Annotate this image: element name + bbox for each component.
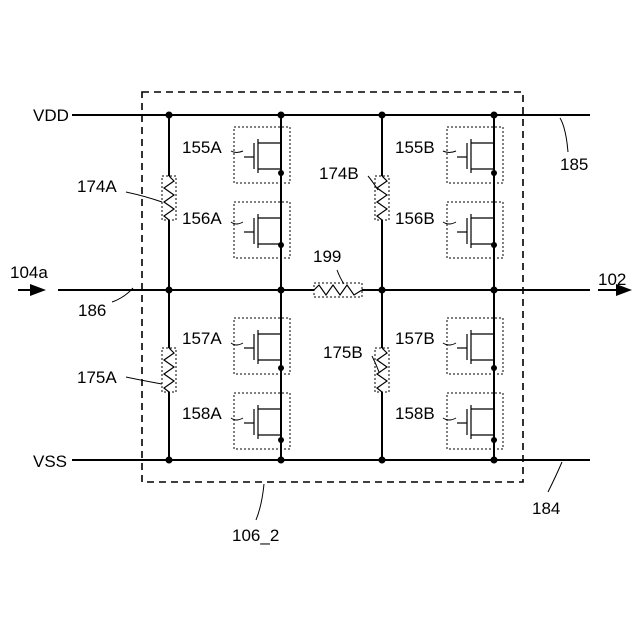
transistor-cells — [234, 127, 503, 449]
vss-label: VSS — [33, 452, 67, 471]
signal-line-ref-label: 186 — [78, 301, 106, 320]
vdd-line-ref-label: 185 — [560, 155, 588, 174]
transistor-label: 155A — [182, 138, 222, 157]
vss-line-ref-label: 184 — [532, 499, 560, 518]
output-ref-label: 102 — [598, 270, 626, 289]
resistor-label: 174A — [77, 177, 117, 196]
transistor-label: 156A — [182, 209, 222, 228]
resistor-label: 175A — [77, 368, 117, 387]
resistor-label: 175B — [323, 343, 363, 362]
link-resistor-label: 199 — [313, 247, 341, 266]
transistor-label: 155B — [395, 138, 435, 157]
transistor-label: 158A — [182, 404, 222, 423]
resistor-174a — [162, 176, 176, 220]
transistor-label: 157A — [182, 329, 222, 348]
transistor-label: 157B — [395, 329, 435, 348]
transistor-label: 156B — [395, 209, 435, 228]
module-ref-label: 106_2 — [232, 526, 279, 545]
resistor-174b — [375, 176, 389, 220]
transistor-label: 158B — [395, 404, 435, 423]
resistor-175b — [375, 348, 389, 392]
resistor-label: 174B — [319, 164, 359, 183]
input-ref-label: 104a — [10, 263, 48, 282]
vdd-label: VDD — [33, 106, 69, 125]
resistor-175a — [162, 348, 176, 392]
resistor-199 — [314, 283, 362, 297]
